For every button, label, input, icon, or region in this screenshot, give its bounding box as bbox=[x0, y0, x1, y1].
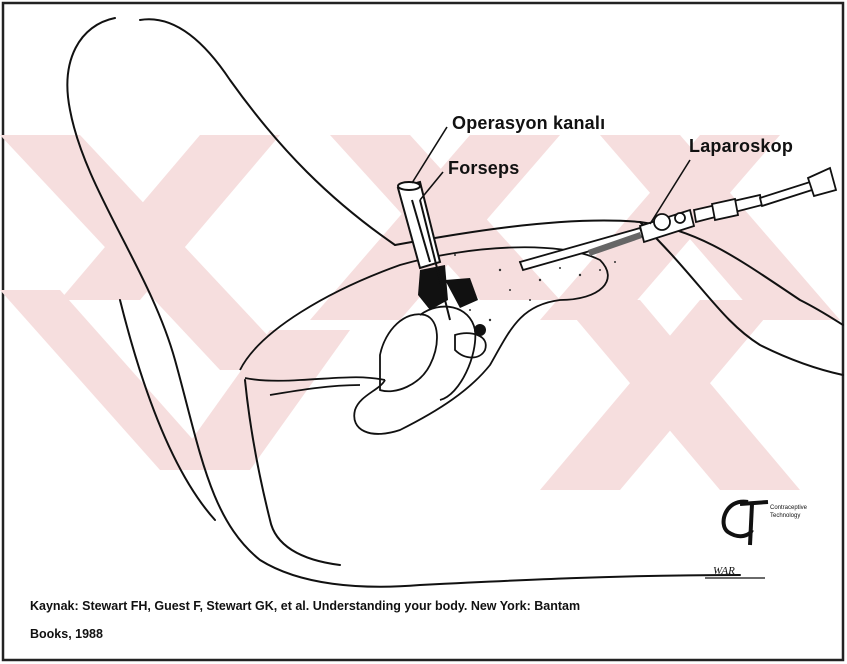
source-caption-line2: Books, 1988 bbox=[30, 627, 103, 641]
artist-signature: WAR bbox=[713, 565, 735, 577]
contraceptive-technology-logo bbox=[724, 502, 768, 545]
source-caption-line1: Kaynak: Stewart FH, Guest F, Stewart GK,… bbox=[30, 599, 580, 613]
forceps-label: Forseps bbox=[448, 158, 519, 179]
logo-text-line1: Contraceptive bbox=[770, 505, 807, 512]
logo-text-line2: Technology bbox=[770, 513, 800, 520]
operation-channel-label: Operasyon kanalı bbox=[452, 113, 605, 134]
laparoscope-label: Laparoskop bbox=[689, 136, 793, 157]
